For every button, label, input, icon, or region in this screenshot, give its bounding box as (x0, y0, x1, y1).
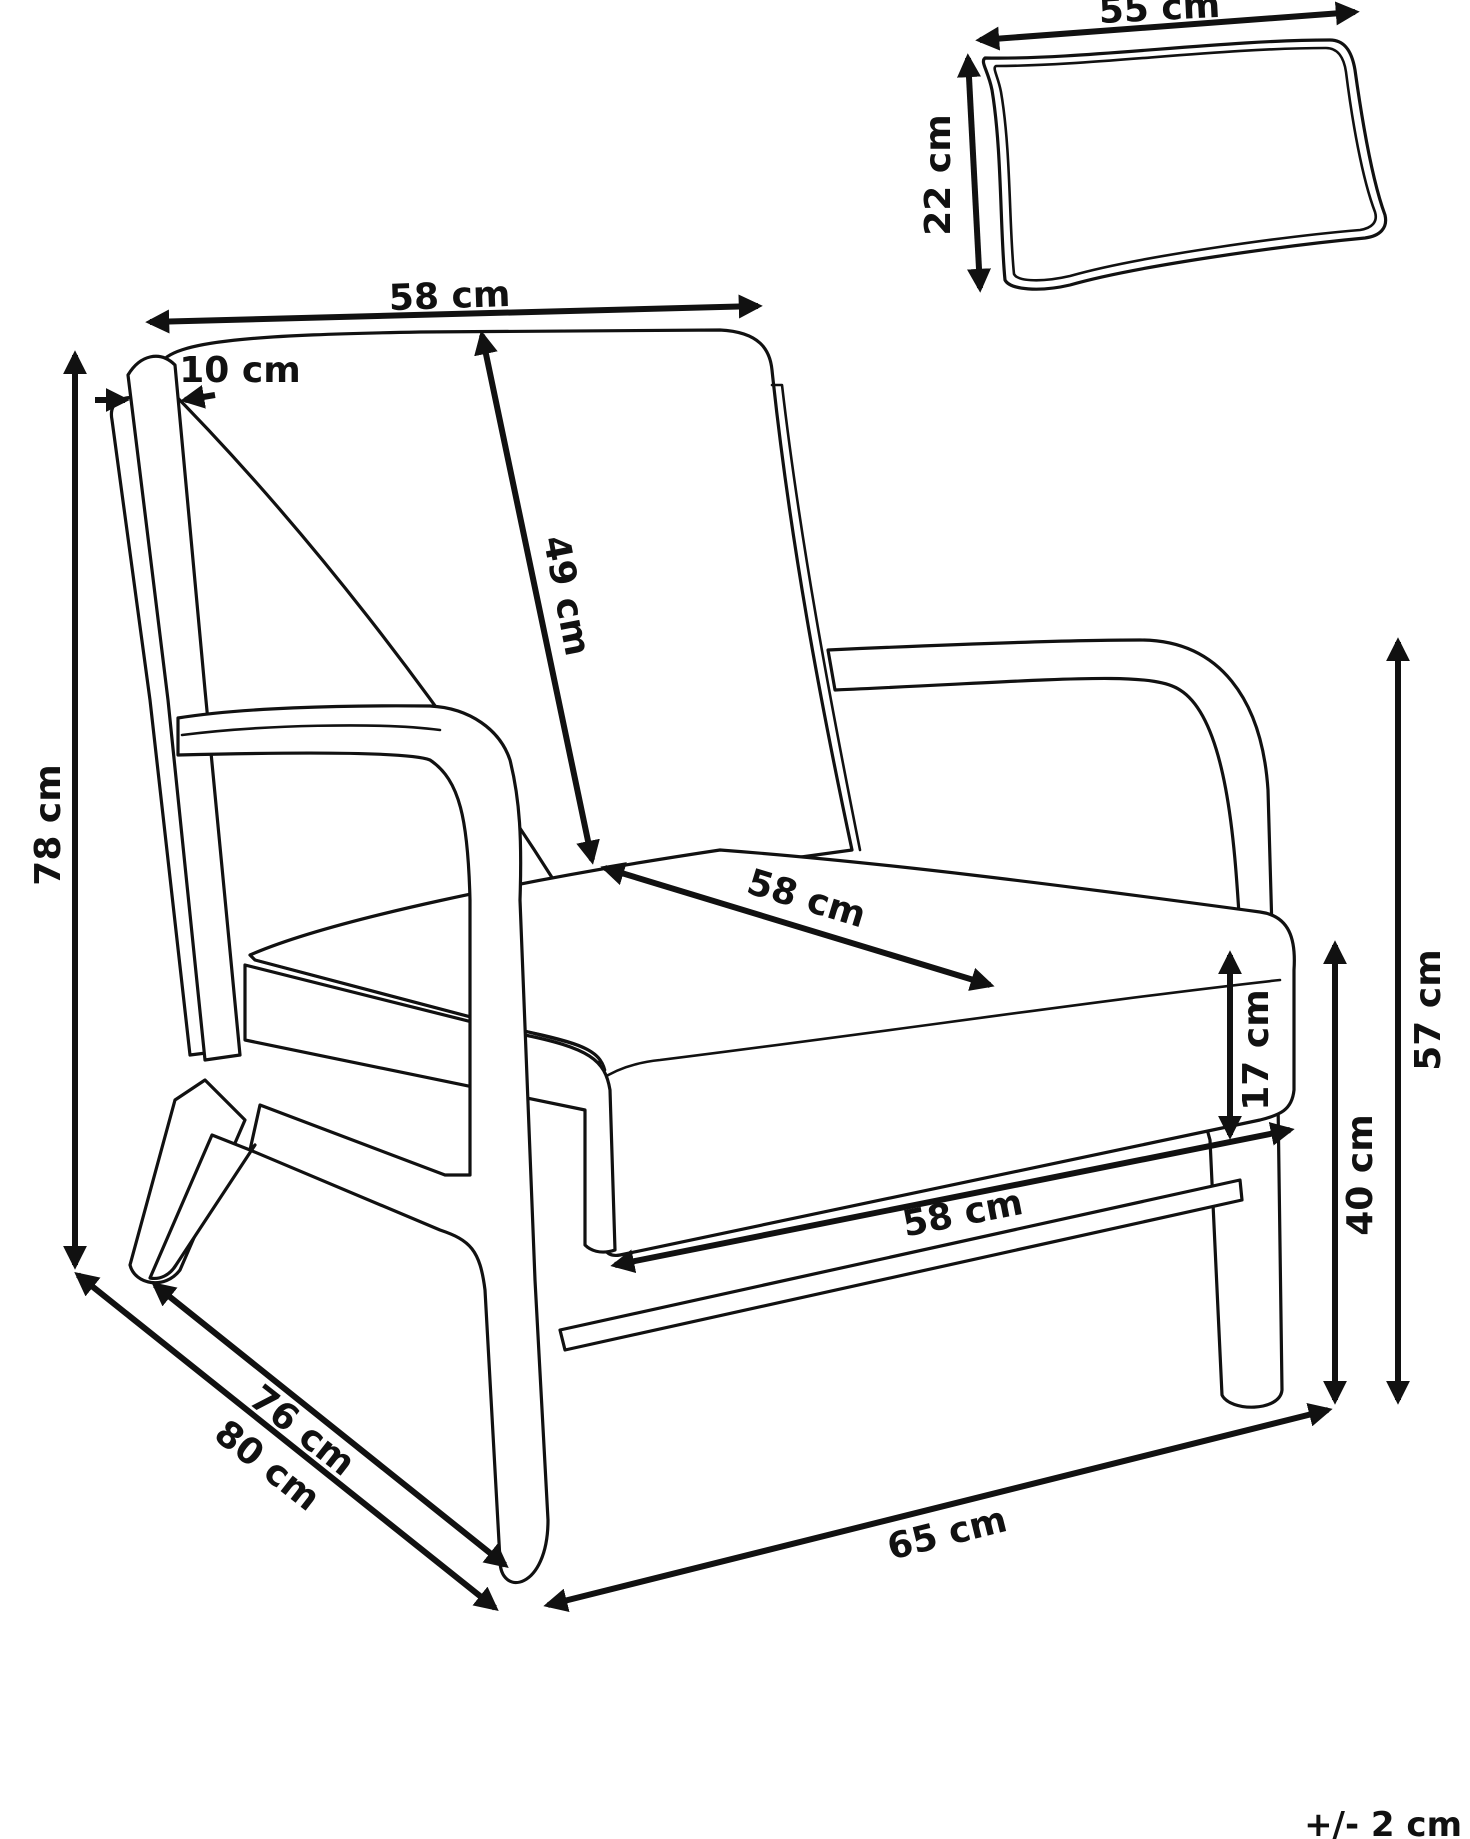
dim-back-width (145, 294, 763, 334)
label-total-width: 65 cm (883, 1499, 1011, 1568)
label-back-width: 58 cm (388, 274, 511, 319)
label-pillow-width: 55 cm (1098, 0, 1221, 32)
label-arm-thickness: 10 cm (179, 350, 300, 391)
lumbar-pillow (981, 38, 1388, 291)
dim-pillow-height (957, 53, 991, 293)
dim-seat-width (610, 1121, 1295, 1274)
dim-seat-depth (600, 862, 995, 991)
tolerance-note: +/- 2 cm (1304, 1805, 1462, 1839)
label-total-height: 78 cm (28, 764, 69, 885)
label-seat-height: 40 cm (1340, 1114, 1381, 1235)
left-armrest (176, 704, 550, 1585)
dim-pillow-width (975, 1, 1360, 51)
dim-total-width (543, 1403, 1333, 1612)
label-armrest-height: 57 cm (1408, 949, 1449, 1070)
dim-back-height (474, 330, 600, 865)
dim-total-depth (74, 1272, 499, 1611)
dim-inner-depth (151, 1282, 509, 1568)
dimension-lines (63, 1, 1410, 1612)
label-cushion-height: 17 cm (1236, 989, 1277, 1110)
dim-arm-thickness-right (180, 385, 216, 409)
label-pillow-height: 22 cm (918, 114, 959, 235)
